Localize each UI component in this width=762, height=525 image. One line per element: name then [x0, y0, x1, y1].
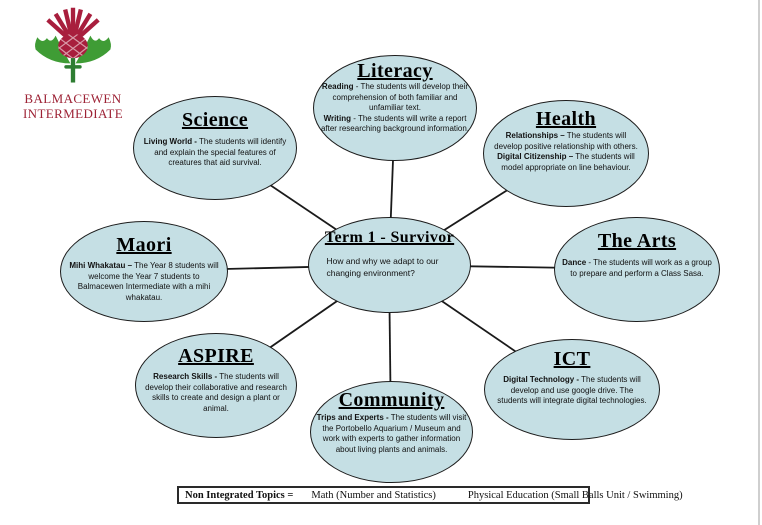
topic-lead: Living World -: [143, 137, 197, 146]
topic-lead: Writing: [323, 113, 351, 123]
topic-lead: Research Skills -: [153, 372, 218, 381]
topic-lead: Mihi Whakatau –: [69, 261, 133, 270]
topic-text: The students will identify and explain t…: [154, 137, 287, 168]
topic-title-literacy: Literacy: [357, 60, 433, 82]
topic-title-the-arts: The Arts: [597, 230, 677, 252]
topic-body-maori: Mihi Whakatau – The Year 8 students will…: [69, 261, 219, 303]
center-ellipse-term1-survivor: Term 1 - Survivor How and why we adapt t…: [308, 217, 471, 313]
topic-text: The students will develop positive relat…: [494, 131, 638, 151]
school-logo: BALMACEWEN INTERMEDIATE: [20, 6, 126, 122]
center-title: Term 1 - Survivor: [324, 229, 455, 246]
topic-lead: Relationships –: [505, 131, 565, 140]
page-edge-line: [758, 0, 760, 525]
topic-title-aspire: ASPIRE: [178, 345, 254, 367]
topic-text: The Year 8 students will welcome the Yea…: [77, 261, 219, 302]
topic-text: The students will develop and use google…: [497, 375, 647, 406]
topic-body-the-arts: Dance - The students will work as a grou…: [562, 258, 712, 279]
topic-text: The students will develop their collabor…: [145, 372, 287, 413]
topic-text: - The students will work as a group to p…: [570, 258, 712, 278]
topic-text: The students will visit the Portobello A…: [322, 413, 467, 454]
topic-title-community: Community: [338, 389, 445, 411]
school-name-line1: BALMACEWEN: [24, 91, 122, 106]
topic-ellipse-maori: Maori Mihi Whakatau – The Year 8 student…: [60, 221, 228, 322]
topic-body-science: Living World - The students will identif…: [140, 137, 290, 169]
non-integrated-topics-box: Non Integrated Topics = Math (Number and…: [177, 486, 683, 504]
topic-title-maori: Maori: [116, 234, 172, 256]
footer-item-pe: Physical Education (Small Balls Unit / S…: [467, 489, 683, 501]
topic-body-health: Relationships – The students will develo…: [491, 131, 641, 173]
topic-text: - The students will write a report after…: [320, 113, 470, 134]
topic-text: The students will model appropriate on l…: [501, 152, 635, 172]
school-name-line2: INTERMEDIATE: [22, 106, 124, 122]
center-question: How and why we adapt to our changing env…: [326, 255, 439, 279]
topic-title-health: Health: [535, 108, 597, 130]
school-name: BALMACEWEN INTERMEDIATE: [20, 91, 126, 122]
topic-body-aspire: Research Skills - The students will deve…: [141, 372, 291, 414]
topic-ellipse-ict: ICT Digital Technology - The students wi…: [484, 339, 660, 440]
topic-title-ict: ICT: [553, 348, 591, 370]
topic-body-literacy: Reading - The students will develop thei…: [320, 82, 470, 135]
topic-title-science: Science: [181, 109, 249, 131]
topic-ellipse-health: Health Relationships – The students will…: [483, 100, 649, 207]
topic-lead: Reading: [321, 82, 354, 91]
footer-label: Non Integrated Topics =: [185, 489, 294, 501]
topic-ellipse-aspire: ASPIRE Research Skills - The students wi…: [135, 333, 297, 438]
topic-ellipse-literacy: Literacy Reading - The students will dev…: [313, 55, 477, 161]
topic-body-ict: Digital Technology - The students will d…: [497, 375, 647, 407]
thistle-icon: [35, 7, 111, 83]
topic-lead: Digital Citizenship –: [497, 152, 574, 162]
topic-ellipse-community: Community Trips and Experts - The studen…: [310, 381, 473, 483]
topic-ellipse-the-arts: The Arts Dance - The students will work …: [554, 217, 720, 322]
topic-ellipse-science: Science Living World - The students will…: [133, 96, 297, 200]
topic-lead: Digital Technology -: [503, 375, 580, 384]
topic-lead: Trips and Experts -: [316, 413, 389, 422]
topic-body-community: Trips and Experts - The students will vi…: [317, 413, 467, 455]
topic-text: - The students will develop their compre…: [332, 82, 469, 113]
footer-item-math: Math (Number and Statistics): [311, 489, 436, 501]
topic-lead: Dance: [562, 258, 587, 267]
